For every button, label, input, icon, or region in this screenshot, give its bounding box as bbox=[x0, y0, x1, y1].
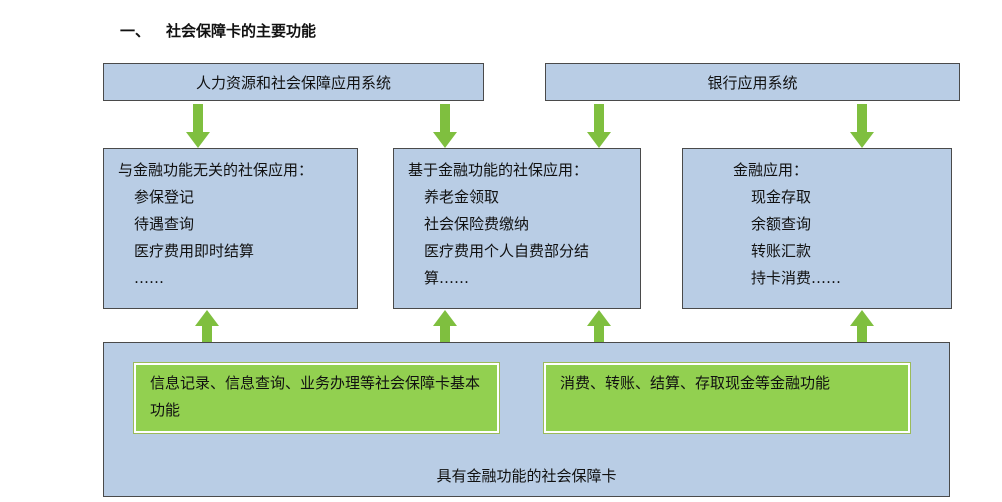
list-item: 医疗费用即时结算 bbox=[134, 242, 255, 260]
up-arrow-card-to-nonfinancial bbox=[195, 310, 219, 362]
list-item: 医疗费用个人自费部分结 bbox=[424, 242, 590, 260]
financial-based-app-box: 基于金融功能的社保应用： 养老金领取 社会保险费缴纳 医疗费用个人自费部分结 算… bbox=[393, 148, 641, 309]
down-arrow-hr-to-financial-based bbox=[433, 104, 457, 148]
list-item: 现金存取 bbox=[751, 188, 812, 206]
hr-system-box: 人力资源和社会保障应用系统 bbox=[103, 63, 484, 101]
list-item: 社会保险费缴纳 bbox=[424, 215, 530, 233]
up-arrow-card-to-financial-based-right bbox=[587, 310, 611, 362]
financial-app-title: 金融应用： bbox=[733, 161, 809, 179]
basic-functions-box: 信息记录、信息查询、业务办理等社会保障卡基本功能 bbox=[134, 363, 499, 433]
list-item: 持卡消费…… bbox=[751, 269, 842, 287]
financial-based-app-title: 基于金融功能的社保应用： bbox=[408, 161, 589, 179]
non-financial-app-title: 与金融功能无关的社保应用： bbox=[118, 161, 314, 179]
section-heading: 一、社会保障卡的主要功能 bbox=[120, 20, 316, 41]
list-item: 待遇查询 bbox=[134, 215, 195, 233]
down-arrow-bank-to-financial bbox=[850, 104, 874, 148]
list-item: 养老金领取 bbox=[424, 188, 500, 206]
card-label: 具有金融功能的社会保障卡 bbox=[436, 467, 617, 485]
bank-system-label: 银行应用系统 bbox=[707, 73, 798, 92]
section-number: 一、 bbox=[120, 22, 151, 40]
basic-functions-text: 信息记录、信息查询、业务办理等社会保障卡基本功能 bbox=[150, 374, 481, 419]
list-item: 参保登记 bbox=[134, 188, 195, 206]
up-arrow-card-to-financial bbox=[850, 310, 874, 362]
down-arrow-hr-to-nonfinancial bbox=[186, 104, 210, 148]
financial-functions-text: 消费、转账、结算、存取现金等金融功能 bbox=[560, 374, 831, 392]
list-item: 转账汇款 bbox=[751, 242, 812, 260]
hr-system-label: 人力资源和社会保障应用系统 bbox=[195, 73, 391, 92]
non-financial-app-box: 与金融功能无关的社保应用： 参保登记 待遇查询 医疗费用即时结算 …… bbox=[103, 148, 358, 309]
up-arrow-card-to-financial-based-left bbox=[433, 310, 457, 362]
financial-functions-box: 消费、转账、结算、存取现金等金融功能 bbox=[544, 363, 910, 433]
section-title: 社会保障卡的主要功能 bbox=[166, 22, 317, 40]
financial-app-box: 金融应用： 现金存取 余额查询 转账汇款 持卡消费…… bbox=[682, 148, 952, 309]
list-item: 算…… bbox=[424, 269, 470, 287]
bank-system-box: 银行应用系统 bbox=[545, 63, 960, 101]
list-item: 余额查询 bbox=[751, 215, 812, 233]
list-item: …… bbox=[134, 269, 164, 287]
down-arrow-bank-to-financial-based bbox=[587, 104, 611, 148]
